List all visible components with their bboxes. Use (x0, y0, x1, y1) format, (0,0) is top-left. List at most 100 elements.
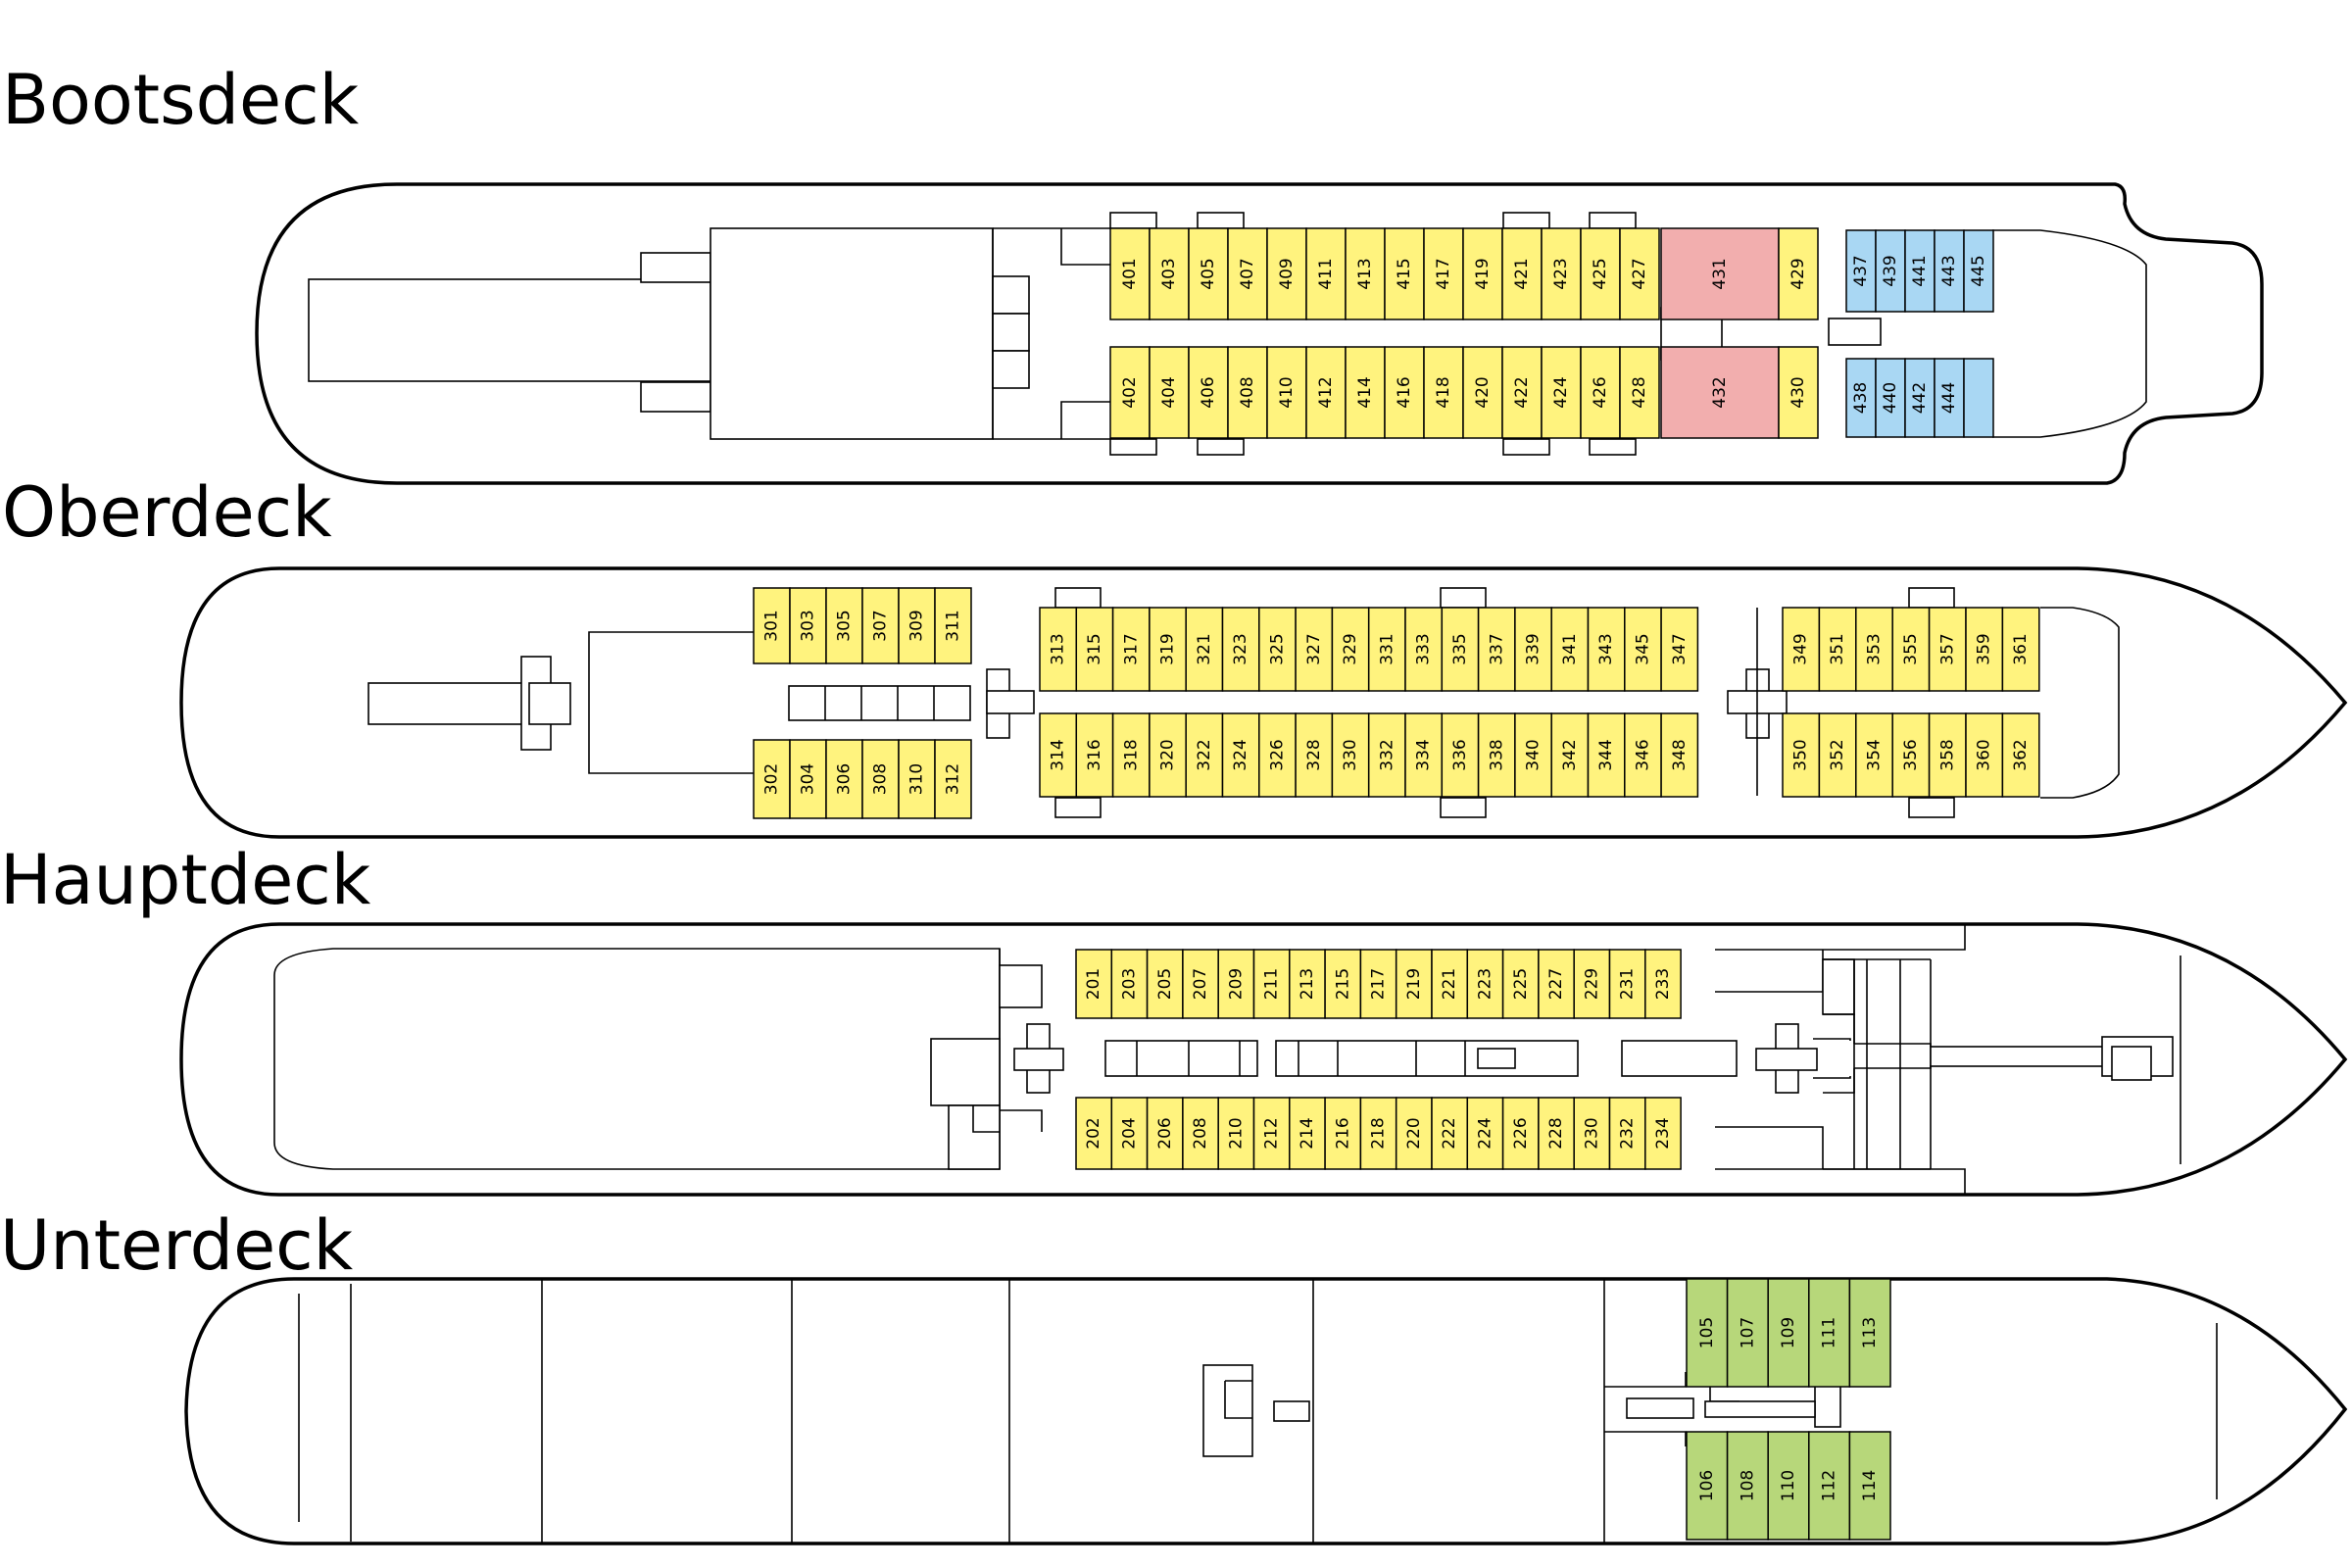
cabin-number-422: 422 (1512, 376, 1532, 408)
cabin-338 (1477, 712, 1516, 798)
cabin-number-429: 429 (1788, 258, 1808, 289)
cabin-number-341: 341 (1560, 633, 1580, 664)
cabin-number-201: 201 (1084, 968, 1103, 1000)
cabin-number-339: 339 (1524, 633, 1544, 664)
cabin-312 (934, 739, 972, 819)
cabin-308 (861, 739, 900, 819)
cabin-361 (2001, 607, 2040, 692)
cabin-209 (1217, 949, 1255, 1019)
cabin-356 (1891, 712, 1931, 798)
cabin-216 (1324, 1097, 1362, 1170)
cabin-number-402: 402 (1120, 376, 1140, 408)
cabin-345 (1624, 607, 1662, 692)
cabin-number-408: 408 (1238, 376, 1257, 408)
cabin-340 (1514, 712, 1552, 798)
cabin-351 (1818, 607, 1857, 692)
cabin-362 (2001, 712, 2040, 798)
cabin-226 (1501, 1097, 1540, 1170)
cabin-number-301: 301 (762, 610, 782, 641)
cabin-number-328: 328 (1304, 739, 1324, 770)
cabin-number-302: 302 (762, 763, 782, 795)
cabin-number-348: 348 (1670, 739, 1690, 770)
cabin-number-432: 432 (1710, 376, 1730, 408)
cabin-number-349: 349 (1791, 633, 1811, 664)
cabin-301 (753, 587, 791, 664)
cabin-number-318: 318 (1121, 739, 1141, 770)
cabin-number-330: 330 (1341, 739, 1360, 770)
cabin-430 (1778, 346, 1819, 439)
cabin-number-110: 110 (1779, 1470, 1798, 1501)
cabin-231 (1608, 949, 1646, 1019)
cabin-234 (1644, 1097, 1682, 1170)
cabin-426 (1580, 346, 1621, 439)
cabin-number-220: 220 (1404, 1117, 1424, 1149)
cabin-225 (1501, 949, 1540, 1019)
cabin-212 (1252, 1097, 1291, 1170)
cabin-number-221: 221 (1440, 968, 1459, 1000)
cabin-316 (1075, 712, 1114, 798)
deck-title-bootsdeck: Bootsdeck (2, 60, 360, 140)
deck-title-oberdeck: Oberdeck (2, 472, 332, 553)
cabin-339 (1514, 607, 1552, 692)
cabin-111 (1808, 1278, 1851, 1388)
cabin-number-426: 426 (1591, 376, 1610, 408)
cabin-number-401: 401 (1120, 258, 1140, 289)
cabin-317 (1111, 607, 1151, 692)
cabin-407 (1227, 227, 1268, 320)
cabin-333 (1404, 607, 1444, 692)
cabin-109 (1767, 1278, 1810, 1388)
cabin-405 (1188, 227, 1229, 320)
cabin-314 (1039, 712, 1078, 798)
cabin-number-326: 326 (1267, 739, 1287, 770)
cabin-number-307: 307 (871, 610, 891, 641)
cabin-415 (1384, 227, 1425, 320)
cabin-206 (1146, 1097, 1184, 1170)
cabin-220 (1395, 1097, 1433, 1170)
cabin-number-316: 316 (1085, 739, 1104, 770)
cabin-421 (1501, 227, 1543, 320)
cabin-number-112: 112 (1820, 1470, 1839, 1501)
cabin-355 (1891, 607, 1931, 692)
cabin-number-108: 108 (1738, 1470, 1757, 1501)
cabin-number-312: 312 (944, 763, 963, 795)
cabin-403 (1149, 227, 1190, 320)
cabin-number-343: 343 (1596, 633, 1616, 664)
cabin-112 (1808, 1431, 1851, 1541)
cabin-number-440: 440 (1881, 382, 1900, 414)
cabin-329 (1331, 607, 1370, 692)
cabin-number-232: 232 (1618, 1117, 1638, 1149)
cabin-number-310: 310 (907, 763, 927, 795)
cabin-number-218: 218 (1369, 1117, 1389, 1149)
cabin-number-107: 107 (1738, 1317, 1757, 1348)
cabin-number-233: 233 (1653, 968, 1673, 1000)
cabin-number-342: 342 (1560, 739, 1580, 770)
cabin-416 (1384, 346, 1425, 439)
cabin-336 (1441, 712, 1480, 798)
cabin-321 (1185, 607, 1224, 692)
cabin-422 (1501, 346, 1543, 439)
cabin-number-231: 231 (1618, 968, 1638, 1000)
cabin-412 (1305, 346, 1347, 439)
cabin-406 (1188, 346, 1229, 439)
cabin-number-355: 355 (1901, 633, 1921, 664)
cabin-352 (1818, 712, 1857, 798)
cabin-number-356: 356 (1901, 739, 1921, 770)
cabin-number-425: 425 (1591, 258, 1610, 289)
cabin-number-208: 208 (1191, 1117, 1210, 1149)
cabin-number-334: 334 (1414, 739, 1434, 770)
cabin-number-230: 230 (1582, 1117, 1601, 1149)
cabin-224 (1466, 1097, 1504, 1170)
cabin-number-229: 229 (1582, 968, 1601, 1000)
cabin-319 (1149, 607, 1187, 692)
cabin-number-333: 333 (1414, 633, 1434, 664)
cabin-number-315: 315 (1085, 633, 1104, 664)
cabin-201 (1075, 949, 1113, 1019)
cabin-105 (1686, 1278, 1729, 1388)
cabin-223 (1466, 949, 1504, 1019)
cabin-number-413: 413 (1355, 258, 1375, 289)
cabin-208 (1182, 1097, 1219, 1170)
